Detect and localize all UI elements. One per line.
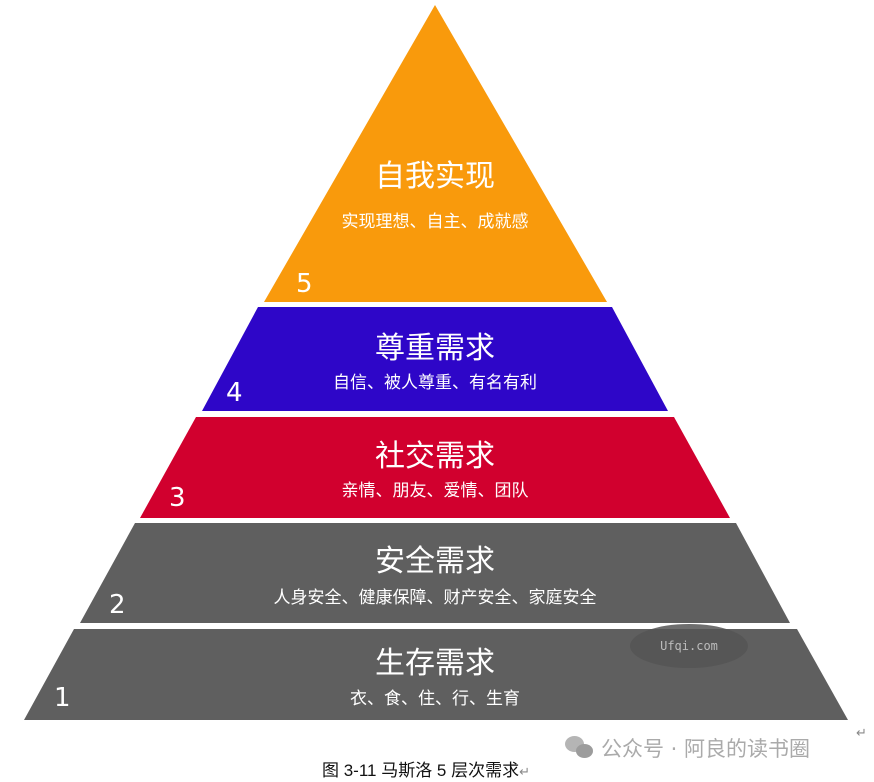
level-4-title: 尊重需求 bbox=[375, 331, 495, 366]
level-3-shape bbox=[140, 417, 730, 518]
caption-text: 图 3-11 马斯洛 5 层次需求 bbox=[322, 761, 520, 780]
level-1-subtitle: 衣、食、住、行、生育 bbox=[350, 689, 520, 709]
level-1-number: 1 bbox=[54, 683, 71, 713]
level-4-subtitle: 自信、被人尊重、有名有利 bbox=[333, 373, 537, 393]
level-5-title: 自我实现 bbox=[375, 159, 495, 194]
level-5-subtitle: 实现理想、自主、成就感 bbox=[342, 212, 529, 232]
account-name: 公众号 · 阿良的读书圈 bbox=[601, 737, 811, 761]
level-2-subtitle: 人身安全、健康保障、财产安全、家庭安全 bbox=[274, 588, 597, 608]
wechat-icon bbox=[565, 736, 595, 760]
level-2-title: 安全需求 bbox=[375, 544, 495, 579]
caption-return-mark: ↵ bbox=[519, 764, 531, 779]
level-4-shape bbox=[202, 307, 668, 411]
level-5-shape bbox=[264, 5, 607, 302]
site-watermark: Ufqi.com bbox=[630, 624, 748, 668]
level-3-title: 社交需求 bbox=[375, 439, 495, 474]
level-1-title: 生存需求 bbox=[375, 646, 495, 681]
level-3-subtitle: 亲情、朋友、爱情、团队 bbox=[342, 481, 529, 501]
level-2-shape bbox=[80, 523, 790, 623]
level-3-number: 3 bbox=[169, 483, 186, 513]
level-5-number: 5 bbox=[296, 269, 313, 299]
level-4-number: 4 bbox=[226, 378, 243, 408]
return-mark: ↵ bbox=[856, 726, 867, 741]
account-watermark: 公众号 · 阿良的读书圈 bbox=[565, 733, 810, 763]
figure-caption: 图 3-11 马斯洛 5 层次需求↵ bbox=[322, 756, 530, 781]
level-2-number: 2 bbox=[109, 590, 126, 620]
